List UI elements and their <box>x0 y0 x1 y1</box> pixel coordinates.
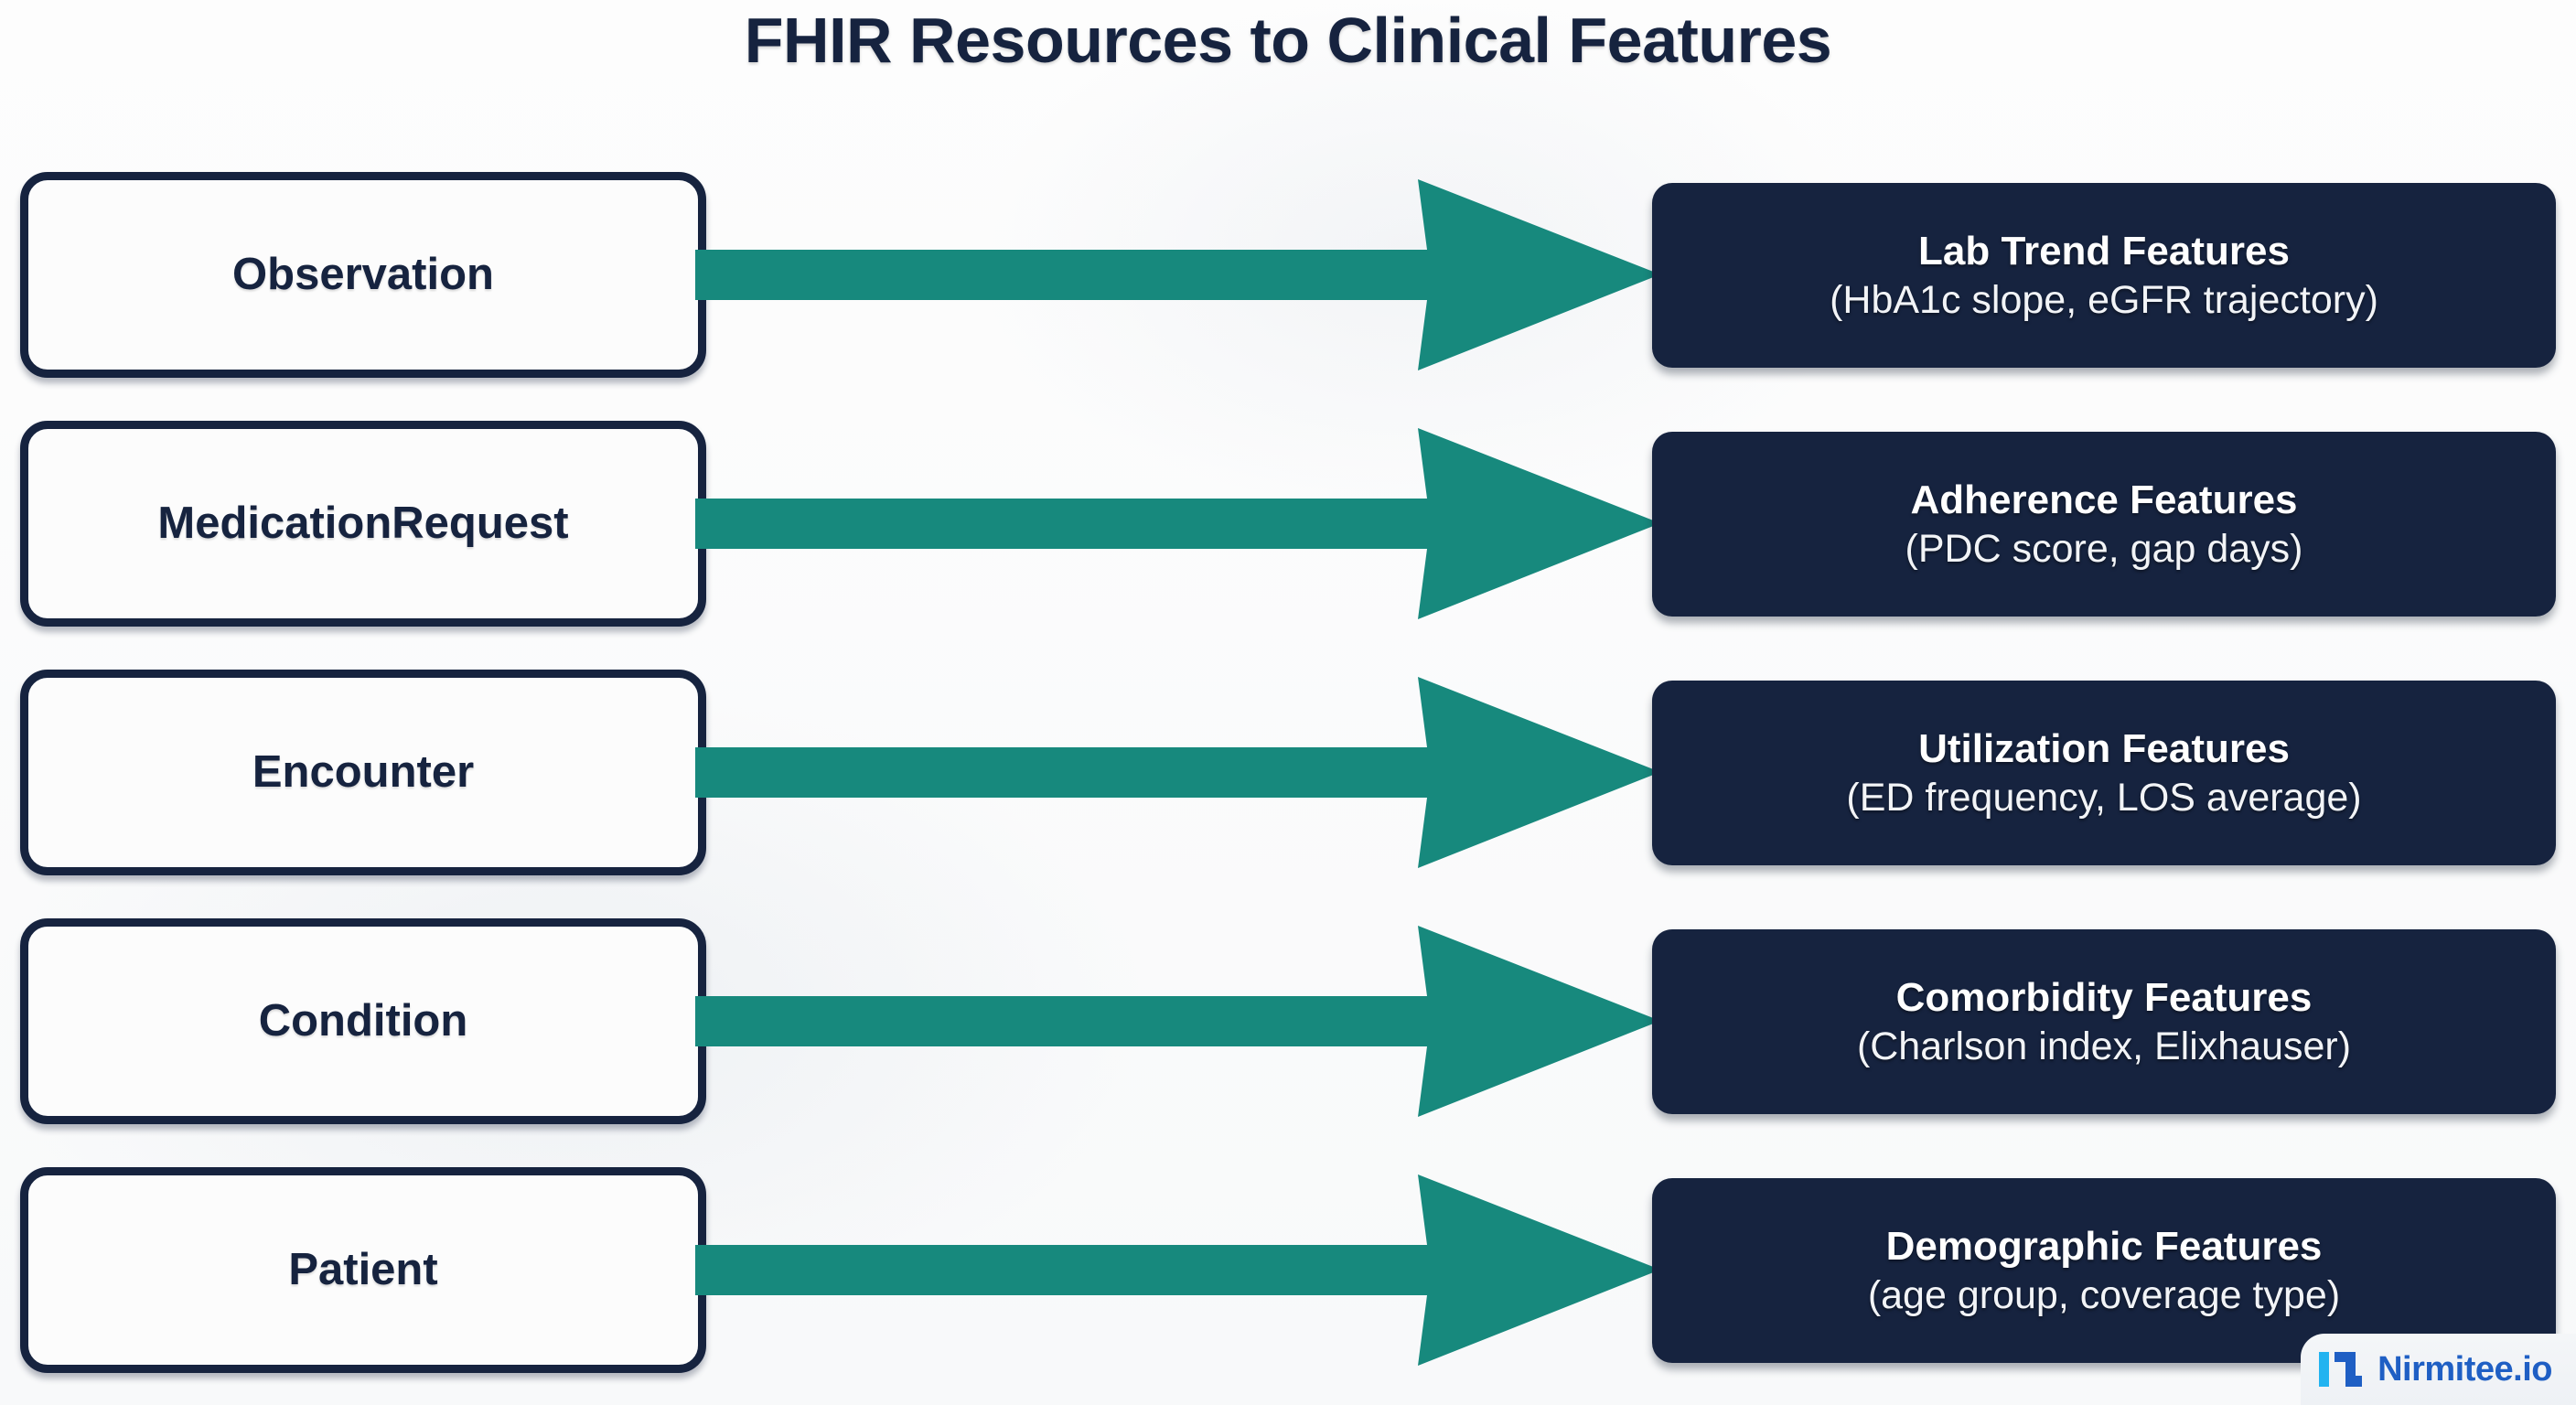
clinical-feature-title: Utilization Features <box>1918 726 2290 772</box>
clinical-feature-subtitle: (ED frequency, LOS average) <box>1846 775 2362 820</box>
clinical-feature-box[interactable]: Comorbidity Features (Charlson index, El… <box>1652 929 2556 1114</box>
nirmitee-logo-icon <box>2319 1352 2363 1387</box>
arrow-right-icon <box>695 670 1665 875</box>
fhir-resource-box[interactable]: Condition <box>20 918 706 1124</box>
clinical-feature-title: Comorbidity Features <box>1895 975 2313 1021</box>
clinical-feature-subtitle: (Charlson index, Elixhauser) <box>1856 1024 2352 1068</box>
arrow-right-icon <box>695 421 1665 627</box>
clinical-feature-title: Adherence Features <box>1910 477 2298 523</box>
clinical-feature-subtitle: (age group, coverage type) <box>1867 1272 2341 1317</box>
clinical-feature-box[interactable]: Utilization Features (ED frequency, LOS … <box>1652 681 2556 865</box>
clinical-feature-box[interactable]: Lab Trend Features (HbA1c slope, eGFR tr… <box>1652 183 2556 368</box>
fhir-resource-label: Condition <box>258 995 468 1046</box>
mapping-row: Condition Comorbidity Features (Charlson… <box>0 909 2576 1129</box>
mapping-row: Patient Demographic Features (age group,… <box>0 1158 2576 1378</box>
mapping-row: MedicationRequest Adherence Features (PD… <box>0 412 2576 631</box>
clinical-feature-box[interactable]: Adherence Features (PDC score, gap days) <box>1652 432 2556 617</box>
clinical-feature-title: Demographic Features <box>1885 1224 2323 1270</box>
mapping-row: Encounter Utilization Features (ED frequ… <box>0 660 2576 880</box>
clinical-feature-box[interactable]: Demographic Features (age group, coverag… <box>1652 1178 2556 1363</box>
page-title: FHIR Resources to Clinical Features <box>744 5 1832 76</box>
fhir-resource-box[interactable]: Encounter <box>20 670 706 875</box>
clinical-feature-subtitle: (HbA1c slope, eGFR trajectory) <box>1830 277 2378 322</box>
fhir-resource-box[interactable]: MedicationRequest <box>20 421 706 627</box>
fhir-resource-label: MedicationRequest <box>157 498 569 548</box>
brand-name: Nirmitee.io <box>2377 1350 2552 1389</box>
clinical-feature-title: Lab Trend Features <box>1918 229 2290 274</box>
arrow-right-icon <box>695 172 1665 378</box>
mapping-row: Observation Lab Trend Features (HbA1c sl… <box>0 163 2576 382</box>
fhir-resource-box[interactable]: Observation <box>20 172 706 378</box>
fhir-resource-box[interactable]: Patient <box>20 1167 706 1373</box>
clinical-feature-subtitle: (PDC score, gap days) <box>1905 526 2303 571</box>
arrow-right-icon <box>695 1167 1665 1373</box>
brand-watermark[interactable]: Nirmitee.io <box>2301 1334 2576 1405</box>
fhir-resource-label: Patient <box>288 1244 438 1294</box>
fhir-resource-label: Observation <box>232 249 494 299</box>
fhir-resource-label: Encounter <box>252 746 475 797</box>
arrow-right-icon <box>695 918 1665 1124</box>
